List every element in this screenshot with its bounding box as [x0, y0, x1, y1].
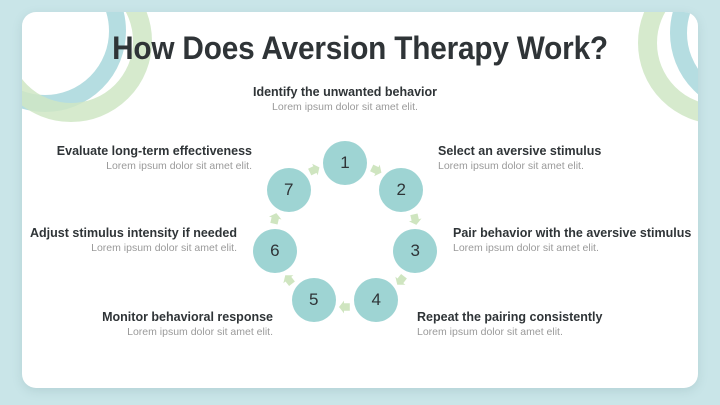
step-subtext-1: Lorem ipsum dolor sit amet elit.	[272, 101, 418, 113]
cycle-arrow-6-to-7-icon	[265, 209, 284, 228]
step-label-3: Pair behavior with the aversive stimulus…	[453, 225, 698, 256]
step-subtext-2: Lorem ipsum dolor sit amet elit.	[438, 160, 584, 172]
step-subtext-3: Lorem ipsum dolor sit amet elit.	[453, 242, 599, 254]
cycle-arrow-2-to-3-icon	[406, 209, 425, 228]
step-heading-6: Adjust stimulus intensity if needed	[30, 226, 237, 240]
slide-title: How Does Aversion Therapy Work?	[112, 30, 608, 66]
cycle-node-1[interactable]: 1	[323, 141, 367, 185]
step-heading-3: Pair behavior with the aversive stimulus	[453, 226, 692, 240]
cycle-arrow-3-to-4-icon	[390, 269, 412, 291]
step-subtext-6: Lorem ipsum dolor sit amet elit.	[91, 242, 237, 254]
cycle-arrow-7-to-1-icon	[303, 159, 324, 180]
step-heading-5: Monitor behavioral response	[102, 310, 273, 324]
cycle-node-7[interactable]: 7	[266, 168, 311, 213]
step-subtext-7: Lorem ipsum dolor sit amet elit.	[106, 160, 252, 172]
cycle-node-4[interactable]: 4	[354, 277, 399, 322]
slide-card: How Does Aversion Therapy Work? 1 Identif…	[22, 12, 698, 388]
cycle-node-2[interactable]: 2	[379, 168, 424, 213]
step-subtext-4: Lorem ipsum dolor sit amet elit.	[417, 326, 563, 338]
cycle-node-6[interactable]: 6	[252, 229, 297, 274]
step-heading-1: Identify the unwanted behavior	[252, 85, 438, 99]
cycle-node-5[interactable]: 5	[291, 277, 336, 322]
step-subtext-5: Lorem ipsum dolor sit amet elit.	[127, 326, 273, 338]
cycle-node-3[interactable]: 3	[393, 229, 438, 274]
cycle-arrow-5-to-6-icon	[277, 269, 299, 291]
cycle-arrow-4-to-5-icon	[337, 299, 353, 315]
cycle-arrow-1-to-2-icon	[366, 159, 387, 180]
step-heading-7: Evaluate long-term effectiveness	[56, 144, 252, 158]
step-heading-4: Repeat the pairing consistently	[417, 310, 603, 324]
step-heading-2: Select an aversive stimulus	[438, 144, 602, 158]
